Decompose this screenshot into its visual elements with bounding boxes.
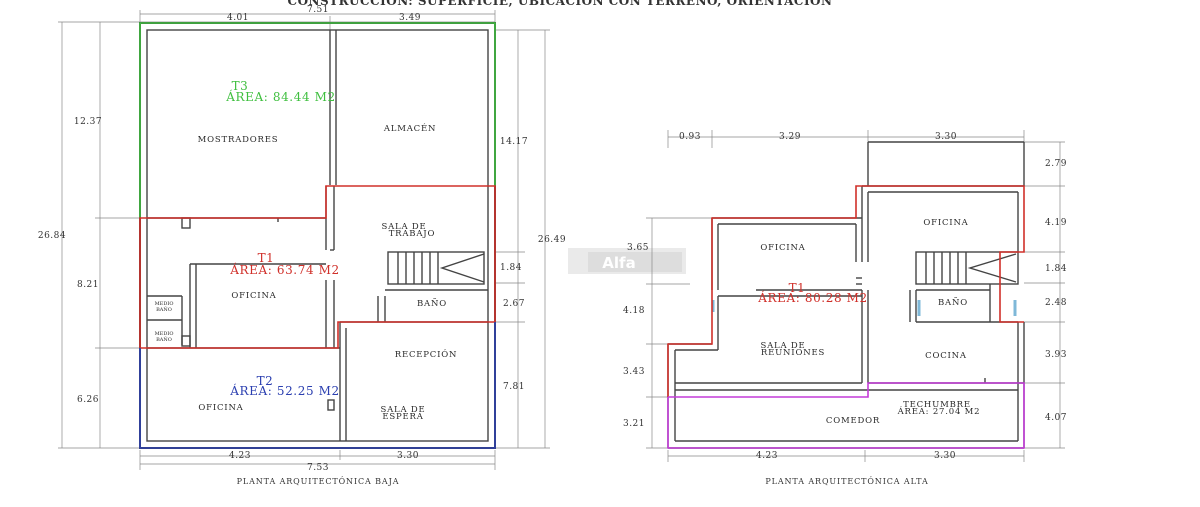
up-dim-right-2: 4.19 <box>1045 218 1067 228</box>
t1-area: ÁREA: 63.74 M2 <box>229 262 339 277</box>
up-room-cocina: COCINA <box>925 351 967 361</box>
up-techumbre-area: ÁREA: 27.04 M2 <box>897 405 981 417</box>
up-dim-left-4: 3.21 <box>623 419 645 429</box>
room-medio-bano-a-line2: BAÑO <box>156 305 172 313</box>
watermark: Alfa <box>568 248 686 274</box>
up-dim-right-1: 2.79 <box>1045 159 1067 169</box>
up-dim-right-4: 2.48 <box>1045 298 1067 308</box>
dim-left-bottom: 6.26 <box>77 395 99 405</box>
header-text: CONSTRUCCIÓN: SUPERFICIE, UBICACIÓN CON … <box>288 0 833 8</box>
upper-floor-windows <box>711 300 1017 316</box>
up-room-bano: BAÑO <box>938 296 968 308</box>
up-t1-area: ÁREA: 80.28 M2 <box>757 290 867 305</box>
ground-floor-stairs <box>387 251 485 285</box>
up-dim-bottom-left: 4.23 <box>756 451 778 461</box>
room-bano: BAÑO <box>417 297 447 309</box>
up-room-oficina-a: OFICINA <box>760 243 805 253</box>
t2-area: ÁREA: 52.25 M2 <box>229 383 339 398</box>
t3-area: ÁREA: 84.44 M2 <box>225 89 335 104</box>
room-sala-trabajo-line1: SALA DE <box>381 222 426 232</box>
room-sala-espera-line1: SALA DE <box>380 405 425 415</box>
upper-zone-t1-outline <box>667 185 1025 397</box>
zone-t3-outline <box>139 22 496 218</box>
room-sala-trabajo-line2: TRABAJO <box>389 229 436 239</box>
up-t1-name: T1 <box>789 281 806 295</box>
dim-right-bottom: 7.81 <box>503 382 525 392</box>
dim-left-top: 12.37 <box>74 117 102 127</box>
zone-t1-outline <box>139 185 496 349</box>
dim-right-total: 26.49 <box>538 235 566 245</box>
dim-right-top: 14.17 <box>500 137 528 147</box>
room-medio-bano-b-line1: MEDIO <box>155 331 174 337</box>
room-medio-bano-b-line2: BAÑO <box>156 335 172 343</box>
dim-top-left: 4.01 <box>227 13 249 23</box>
up-dim-top-c: 3.30 <box>935 132 957 142</box>
room-mostradores: MOSTRADORES <box>198 135 279 145</box>
watermark-brand: Alfa <box>602 254 635 272</box>
dim-bottom-total: 7.53 <box>307 463 329 473</box>
up-dim-right-6: 4.07 <box>1045 413 1067 423</box>
up-dim-right-5: 3.93 <box>1045 350 1067 360</box>
up-dim-left-1: 3.65 <box>627 243 649 253</box>
t3-name: T3 <box>232 79 249 93</box>
dim-top-total: 7.51 <box>307 5 329 15</box>
up-dim-left-2: 4.18 <box>623 306 645 316</box>
upper-zone-techumbre-outline <box>667 382 1025 449</box>
room-sala-espera-line2: ESPERA <box>382 412 423 422</box>
up-dim-top-b: 3.29 <box>779 132 801 142</box>
up-dim-top-a: 0.93 <box>679 132 701 142</box>
up-room-sala-reuniones-line2: REUNIONES <box>761 348 825 358</box>
room-oficina-2: OFICINA <box>198 403 243 413</box>
upper-floor-plan: 0.93 3.29 3.30 2.79 4.19 1.84 2.48 3.93 … <box>623 130 1067 486</box>
dim-top-right: 3.49 <box>399 13 421 23</box>
ground-floor-dimension-lines <box>58 10 550 470</box>
upper-floor-caption: PLANTA ARQUITECTÓNICA ALTA <box>765 477 928 486</box>
room-medio-bano-a-line1: MEDIO <box>155 301 174 307</box>
up-room-sala-reuniones-line1: SALA DE <box>760 341 805 351</box>
room-oficina-1: OFICINA <box>231 291 276 301</box>
room-recepcion: RECEPCIÓN <box>395 348 458 360</box>
dim-left-mid: 8.21 <box>77 280 99 290</box>
dim-left-total: 26.84 <box>38 231 66 241</box>
up-techumbre-name: TECHUMBRE <box>903 400 971 410</box>
zone-t2-outline <box>139 322 496 449</box>
up-room-oficina-b: OFICINA <box>923 218 968 228</box>
ground-floor-plan: 7.51 4.01 3.49 26.84 12.37 8.21 6.26 14.… <box>38 5 566 486</box>
t2-name: T2 <box>257 374 274 388</box>
t1-name: T1 <box>258 251 275 265</box>
room-almacen: ALMACÉN <box>383 122 436 134</box>
dim-right-bath: 2.67 <box>503 299 525 309</box>
up-dim-left-3: 3.43 <box>623 367 645 377</box>
dim-bottom-left: 4.23 <box>229 451 251 461</box>
dim-bottom-right: 3.30 <box>397 451 419 461</box>
up-dim-right-3: 1.84 <box>1045 264 1067 274</box>
upper-floor-stairs <box>915 251 1019 285</box>
up-room-comedor: COMEDOR <box>826 416 880 426</box>
dim-right-stair: 1.84 <box>500 263 522 273</box>
upper-floor-dimension-lines <box>646 130 1065 462</box>
up-dim-bottom-right: 3.30 <box>934 451 956 461</box>
ground-floor-caption: PLANTA ARQUITECTÓNICA BAJA <box>237 477 400 486</box>
